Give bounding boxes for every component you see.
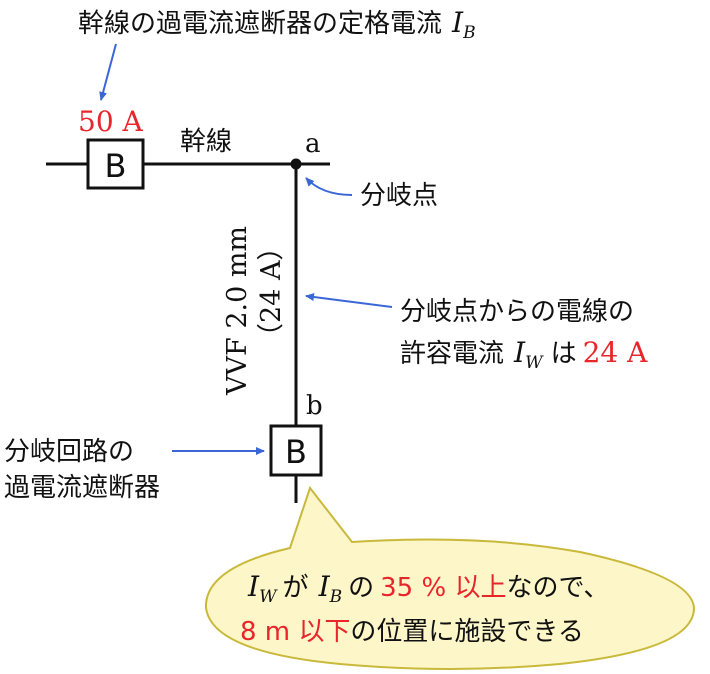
- trunk-breaker-box: [86, 138, 145, 190]
- callout-line2: 8 m 以下の位置に施設できる: [240, 617, 584, 647]
- allowable-current-arrow: [305, 293, 393, 308]
- branch-breaker-glyph: B: [285, 433, 307, 471]
- trunk-rating: 50 A: [78, 105, 144, 138]
- point-b-label: b: [306, 391, 323, 421]
- wire-ampacity-label: （24 A）: [256, 234, 287, 350]
- branch-breaker-box: [269, 424, 323, 477]
- branch-point-label: 分岐点: [360, 181, 438, 211]
- allowable-current-line1: 分岐点からの電線の: [400, 297, 634, 327]
- branch-point-arrow: [305, 177, 353, 196]
- callout-bubble: [204, 485, 696, 670]
- trunk-breaker-glyph: B: [105, 147, 127, 185]
- branch-breaker-label-line1: 分岐回路の: [4, 437, 134, 467]
- trunk-line-label: 幹線: [180, 127, 232, 157]
- title-arrow: [99, 43, 117, 101]
- point-a-label: a: [305, 129, 321, 159]
- branch-breaker-label-line2: 過電流遮断器: [4, 473, 160, 503]
- wire-spec-label: VVF 2.0 mm: [222, 226, 253, 396]
